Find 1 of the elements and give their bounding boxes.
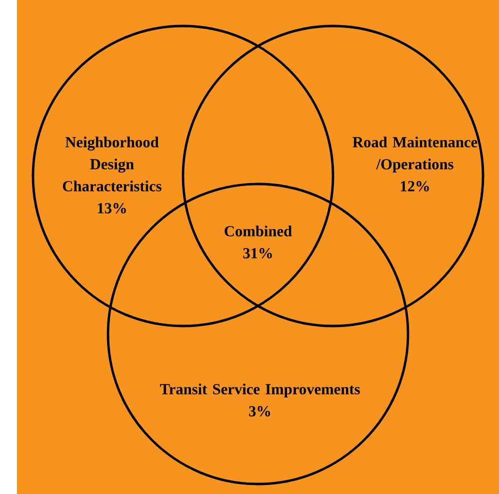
region-label: Combined 31% xyxy=(224,226,292,258)
